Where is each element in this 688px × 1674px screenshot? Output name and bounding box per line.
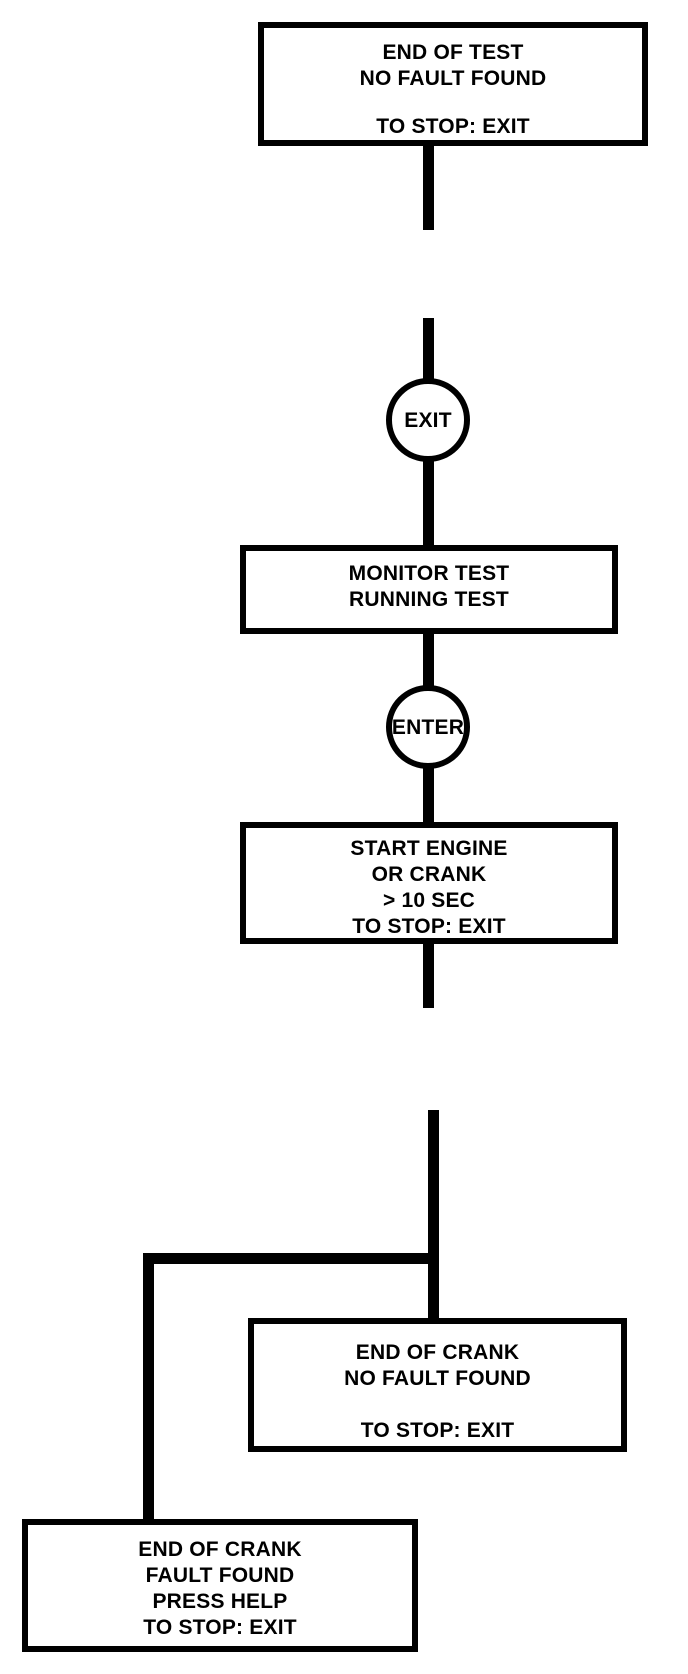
connector-exit-gate-up xyxy=(423,318,434,390)
connector-branch-to-no-fault xyxy=(428,1253,439,1323)
connector-end-of-test-down xyxy=(423,145,434,230)
node-start-engine-line-3: > 10 SEC xyxy=(382,889,476,912)
node-end-of-test[interactable]: END OF TEST NO FAULT FOUND TO STOP: EXIT xyxy=(258,22,648,146)
node-start-engine-line-1: START ENGINE xyxy=(350,837,508,860)
gate-enter-label: ENTER xyxy=(391,715,465,739)
gate-enter[interactable]: ENTER xyxy=(386,685,470,769)
node-end-of-crank-fault-found-line-4: TO STOP: EXIT xyxy=(143,1616,297,1639)
gate-exit[interactable]: EXIT xyxy=(386,378,470,462)
node-end-of-test-line-2: NO FAULT FOUND xyxy=(359,67,547,90)
node-end-of-crank-fault-found-line-2: FAULT FOUND xyxy=(145,1564,295,1587)
connector-branch-up xyxy=(428,1110,439,1260)
node-end-of-crank-no-fault[interactable]: END OF CRANK NO FAULT FOUND TO STOP: EXI… xyxy=(248,1318,627,1452)
connector-enter-to-start-engine xyxy=(423,762,434,828)
node-monitor-test-line-1: MONITOR TEST xyxy=(348,562,510,585)
node-end-of-crank-no-fault-line-2: NO FAULT FOUND xyxy=(344,1367,531,1390)
connector-monitor-to-enter xyxy=(423,630,434,692)
connector-branch-horizontal xyxy=(143,1253,439,1264)
node-start-engine-line-2: OR CRANK xyxy=(371,863,487,886)
node-end-of-crank-fault-found[interactable]: END OF CRANK FAULT FOUND PRESS HELP TO S… xyxy=(22,1519,418,1652)
node-end-of-test-line-4: TO STOP: EXIT xyxy=(376,115,530,138)
node-end-of-crank-no-fault-line-1: END OF CRANK xyxy=(355,1341,520,1364)
connector-branch-to-fault-found xyxy=(143,1253,154,1525)
node-end-of-crank-fault-found-line-3: PRESS HELP xyxy=(152,1590,288,1613)
gate-exit-label: EXIT xyxy=(404,408,452,432)
connector-start-engine-down xyxy=(423,940,434,1008)
node-start-engine-line-4: TO STOP: EXIT xyxy=(352,915,506,938)
node-end-of-crank-no-fault-line-4: TO STOP: EXIT xyxy=(360,1419,515,1442)
connector-exit-to-monitor xyxy=(423,456,434,548)
node-monitor-test[interactable]: MONITOR TEST RUNNING TEST xyxy=(240,545,618,634)
node-start-engine[interactable]: START ENGINE OR CRANK > 10 SEC TO STOP: … xyxy=(240,822,618,944)
node-end-of-test-line-1: END OF TEST xyxy=(382,41,524,64)
node-end-of-crank-fault-found-line-1: END OF CRANK xyxy=(138,1538,302,1561)
node-monitor-test-line-2: RUNNING TEST xyxy=(349,588,509,611)
